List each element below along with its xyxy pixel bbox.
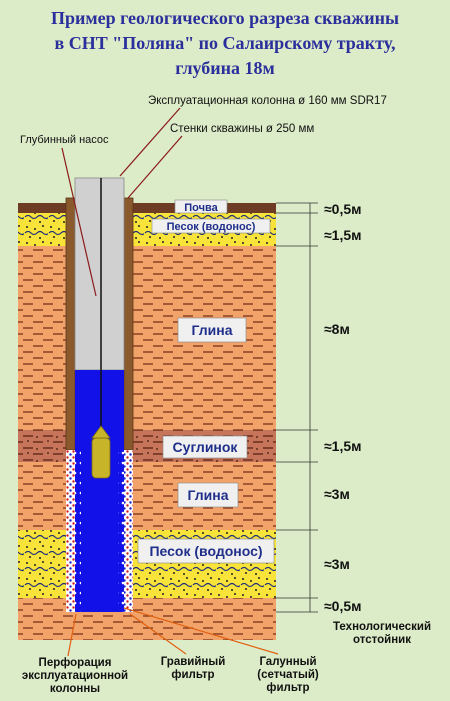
pump-label: Глубинный насос xyxy=(20,134,109,146)
title-line-1: Пример геологического разреза скважины xyxy=(50,8,400,28)
gravel-label-line2: фильтр xyxy=(171,669,214,681)
casing-label: Эксплуатационная колонна ø 160 мм SDR17 xyxy=(148,95,387,107)
perforation-label-line1: Перфорация xyxy=(39,657,112,669)
label-clay-upper: Глина xyxy=(192,322,233,338)
well-wall-right xyxy=(123,197,134,451)
label-loam: Суглинок xyxy=(173,439,239,455)
casing-upper xyxy=(74,177,125,371)
pump-leader xyxy=(61,147,97,297)
perforation-label-line2: эксплуатационной xyxy=(22,670,128,682)
gravel-filter-left xyxy=(66,450,75,612)
diagram-title: Пример геологического разреза скважины в… xyxy=(0,6,450,81)
title-line-2: в СНТ "Поляна" по Салаирскому тракту, xyxy=(54,33,396,53)
label-soil: Почва xyxy=(184,202,218,214)
thickness-clay-lower: ≈3м xyxy=(324,486,350,502)
perforation-right xyxy=(118,450,124,612)
sump-label-line2: отстойник xyxy=(353,634,411,646)
perforation-left xyxy=(75,450,81,612)
layer-soil xyxy=(18,203,276,213)
gravel-filter-right xyxy=(124,450,133,612)
pump-top xyxy=(91,425,111,439)
casing-water xyxy=(75,370,124,612)
gravel-leader xyxy=(129,613,187,655)
label-sand-bottom: Песок (водонос) xyxy=(149,543,262,559)
thickness-bottom: ≈0,5м xyxy=(324,598,362,614)
pump-body xyxy=(91,437,111,479)
thickness-sand-bottom: ≈3м xyxy=(324,556,350,572)
title-line-3: глубина 18м xyxy=(175,58,275,78)
label-clay-lower: Глина xyxy=(188,487,229,503)
walls-label: Стенки скважины ø 250 мм xyxy=(170,123,314,135)
walls-leader xyxy=(127,135,183,199)
dimension-lines xyxy=(276,202,318,613)
galloon-leader xyxy=(123,607,279,655)
thickness-clay-upper: ≈8м xyxy=(324,321,350,337)
gravel-label-line1: Гравийный xyxy=(161,656,226,668)
galloon-label-line1: Галунный xyxy=(259,656,316,668)
casing-leader xyxy=(119,107,181,177)
thickness-soil: ≈0,5м xyxy=(324,201,362,217)
galloon-label-line2: (сетчатый) xyxy=(257,669,319,681)
layer-bottom xyxy=(18,598,276,640)
well-wall-left xyxy=(65,197,76,451)
sump-label-line1: Технологический xyxy=(333,621,431,633)
label-sand-top: Песок (водонос) xyxy=(167,221,256,233)
thickness-sand-top: ≈1,5м xyxy=(324,227,362,243)
perforation-leader xyxy=(67,613,77,657)
galloon-label-line3: фильтр xyxy=(266,682,309,694)
thickness-loam: ≈1,5м xyxy=(324,438,362,454)
perforation-label-line3: колонны xyxy=(50,683,100,695)
